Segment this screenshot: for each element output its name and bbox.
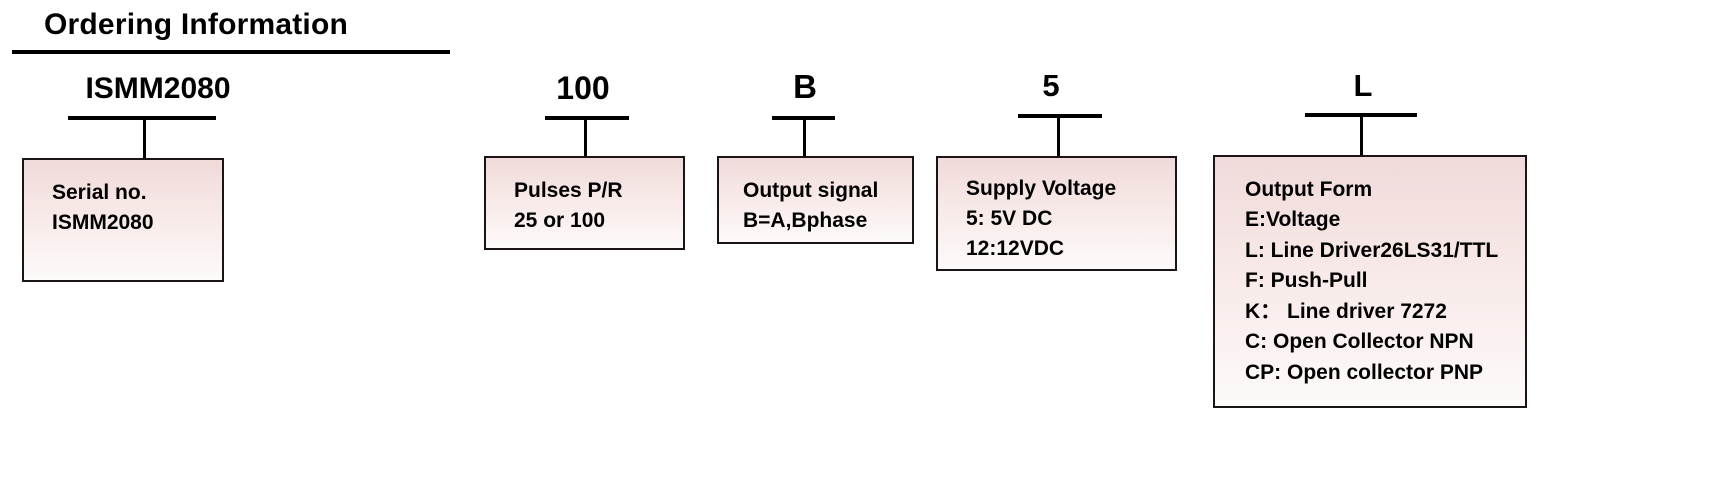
title-underline [12, 50, 450, 54]
box-line: CP: Open collector PNP [1245, 360, 1484, 384]
code-token-serial: ISMM2080 [85, 72, 231, 105]
connector-output-form [1360, 113, 1363, 156]
box-line: Pulses P/R [514, 179, 623, 202]
connector-output-signal [803, 116, 806, 158]
code-token-supply-voltage: 5 [1042, 68, 1060, 103]
box-line: E:Voltage [1245, 208, 1341, 232]
box-line: ISMM2080 [52, 210, 154, 234]
box-line: F: Push-Pull [1245, 269, 1368, 293]
box-supply-voltage: Supply Voltage 5: 5V DC 12:12VDC [936, 156, 1177, 271]
code-token-pulses-underline [545, 116, 629, 120]
box-line: K： Line driver 7272 [1245, 299, 1447, 323]
box-serial-no: Serial no. ISMM2080 [22, 158, 224, 282]
box-output-form-text: Output Form E:Voltage L: Line Driver26LS… [1245, 175, 1519, 388]
box-line: Serial no. [52, 181, 147, 204]
connector-supply-voltage [1057, 114, 1060, 158]
box-line: 25 or 100 [514, 208, 606, 232]
page-title: Ordering Information [44, 8, 348, 41]
code-token-output-signal: B [793, 68, 817, 105]
box-pulses-per-revolution: Pulses P/R 25 or 100 [484, 156, 685, 250]
code-token-pulses: 100 [556, 70, 610, 106]
box-line: C: Open Collector NPN [1245, 330, 1474, 354]
box-output-signal-text: Output signal B=A,Bphase [743, 176, 906, 236]
box-serial-no-text: Serial no. ISMM2080 [52, 178, 216, 238]
box-supply-voltage-text: Supply Voltage 5: 5V DC 12:12VDC [966, 174, 1169, 263]
connector-serial [143, 116, 146, 160]
box-pulses-text: Pulses P/R 25 or 100 [514, 176, 677, 236]
code-token-serial-underline [68, 116, 216, 120]
code-token-output-form: L [1353, 68, 1373, 103]
box-line: 5: 5V DC [966, 206, 1053, 230]
box-line: Output signal [743, 179, 879, 202]
box-output-signal: Output signal B=A,Bphase [717, 156, 914, 244]
box-output-form: Output Form E:Voltage L: Line Driver26LS… [1213, 155, 1527, 408]
box-line: Supply Voltage [966, 177, 1117, 200]
box-line: Output Form [1245, 178, 1373, 201]
code-token-supply-voltage-underline [1018, 114, 1102, 118]
box-line: B=A,Bphase [743, 208, 868, 232]
box-line: 12:12VDC [966, 236, 1065, 260]
connector-pulses [584, 116, 587, 158]
box-line: L: Line Driver26LS31/TTL [1245, 238, 1499, 262]
